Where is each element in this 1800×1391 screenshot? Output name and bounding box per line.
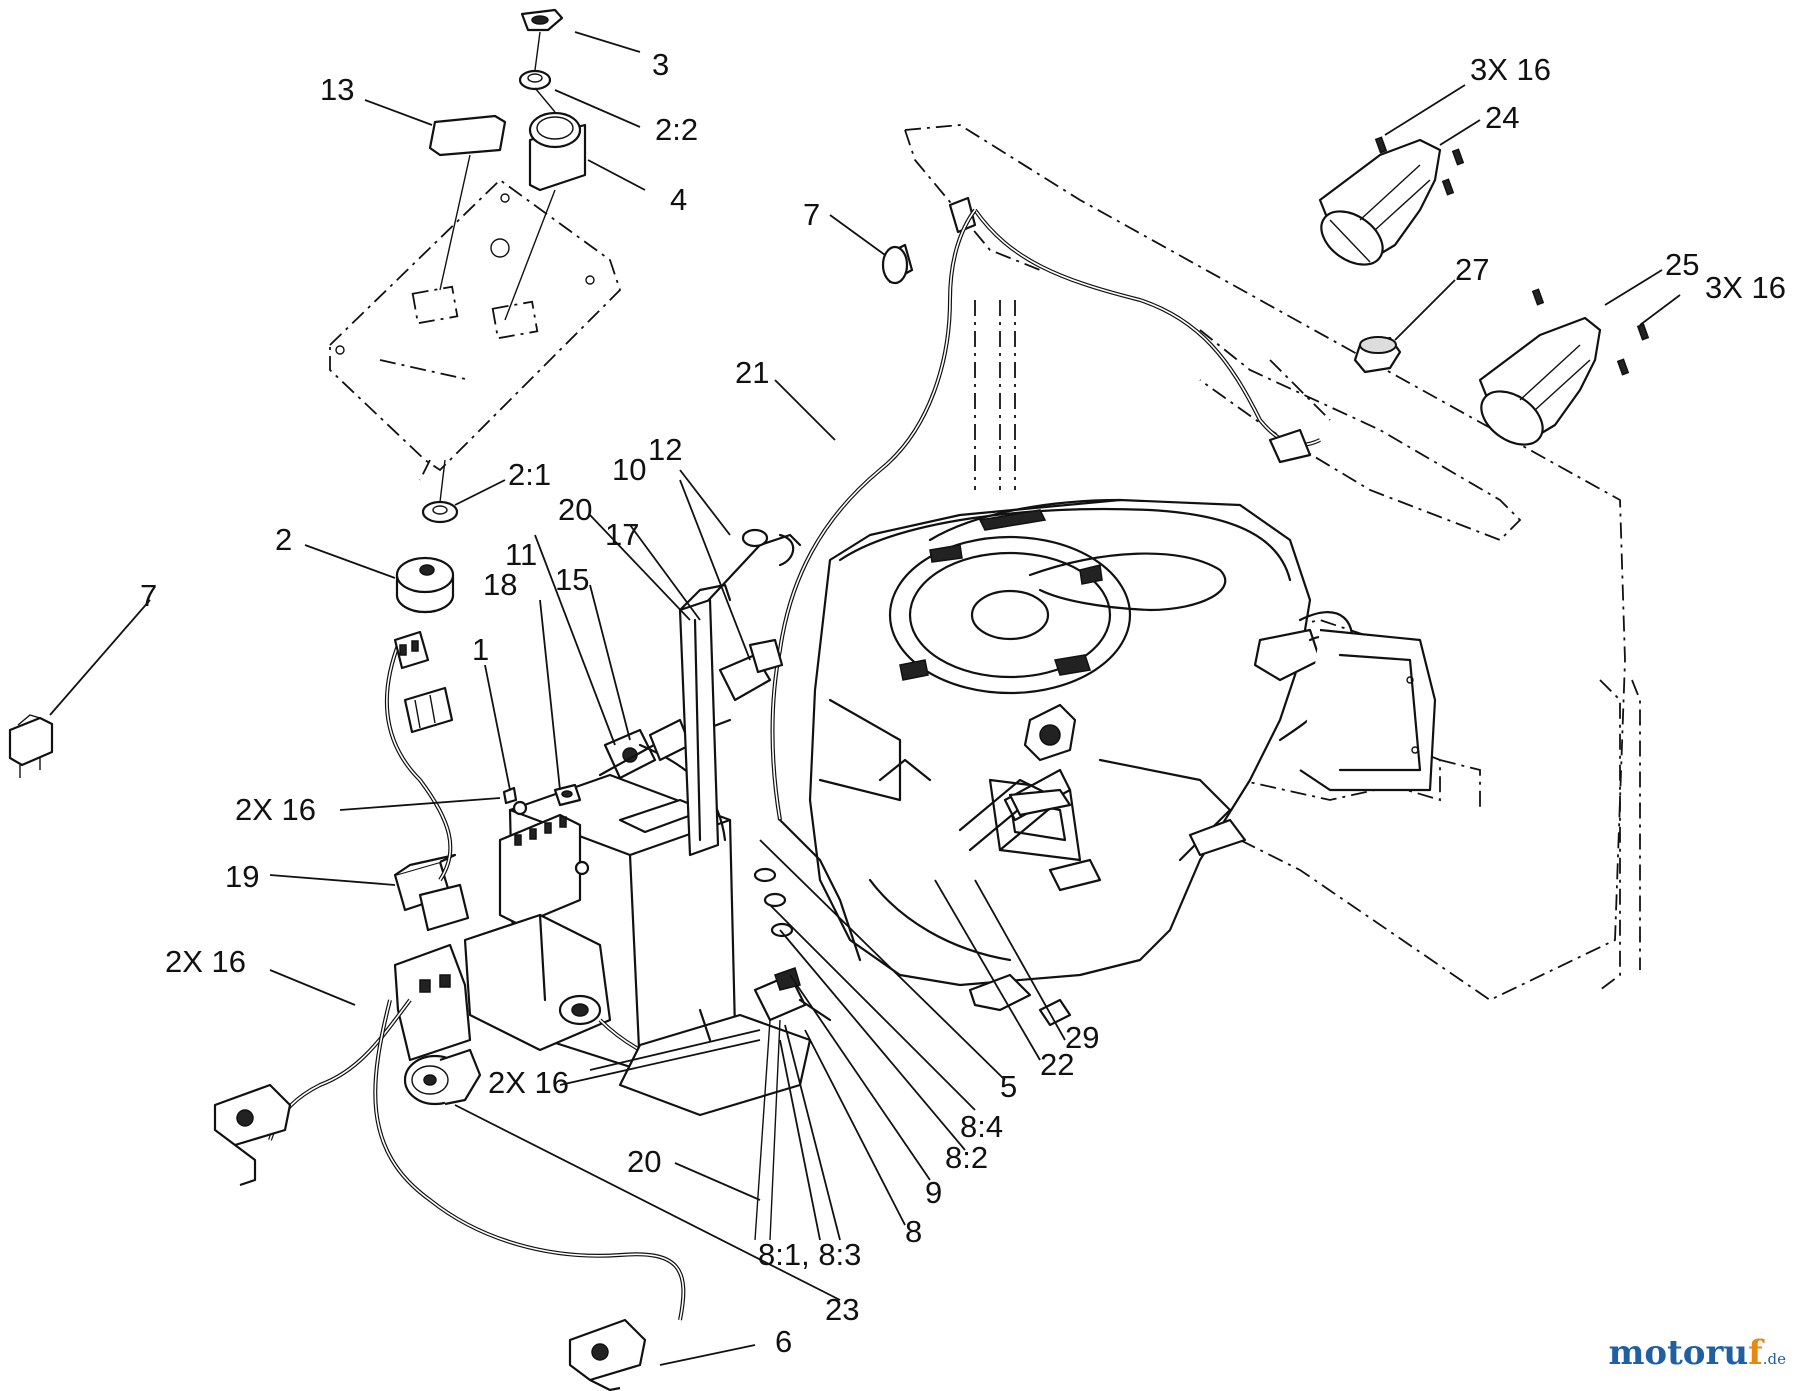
part-2-knob bbox=[395, 556, 455, 614]
callout-17: 17 bbox=[605, 517, 639, 552]
part-21-wire-harness bbox=[770, 208, 1321, 821]
callout-4: 4 bbox=[670, 182, 687, 217]
callout-2x16-center: 2X 16 bbox=[488, 1065, 569, 1100]
engine-assembly bbox=[808, 498, 1354, 1027]
callout-1: 1 bbox=[472, 632, 489, 667]
callout-27: 27 bbox=[1455, 252, 1489, 287]
watermark-logo: motoruf.de bbox=[1608, 1333, 1786, 1373]
battery-bolt bbox=[502, 786, 518, 805]
callout-2x16-left: 2X 16 bbox=[165, 944, 246, 979]
callout-6: 6 bbox=[775, 1324, 792, 1359]
callout-labels: 3 13 2:2 4 3X 16 24 7 27 25 3X 16 21 2:1… bbox=[140, 47, 1786, 1359]
part-2-1-washer bbox=[421, 459, 459, 524]
callout-10: 10 bbox=[612, 452, 646, 487]
callout-24: 24 bbox=[1485, 100, 1519, 135]
callout-8: 8 bbox=[905, 1214, 922, 1249]
callout-23: 23 bbox=[825, 1292, 859, 1327]
part-13-decal bbox=[428, 114, 507, 291]
part-7-seat-switch bbox=[8, 714, 54, 778]
part-7-light-socket bbox=[881, 196, 977, 285]
callout-25: 25 bbox=[1665, 247, 1699, 282]
callout-3x16-right: 3X 16 bbox=[1705, 270, 1786, 305]
part-12-cable bbox=[688, 528, 802, 622]
part-8-fuel-bracket bbox=[618, 867, 832, 1241]
callout-8-2: 8:2 bbox=[945, 1140, 988, 1175]
part-19-relays bbox=[393, 853, 470, 932]
callout-2x16-battery: 2X 16 bbox=[235, 792, 316, 827]
part-2x16-ignition-module bbox=[393, 913, 612, 1062]
part-6-interlock-switch bbox=[568, 1318, 647, 1391]
part-24-headlight bbox=[1318, 136, 1465, 266]
callout-15: 15 bbox=[555, 562, 589, 597]
part-27-grommet bbox=[1353, 336, 1402, 374]
part-2-2-nut bbox=[518, 31, 552, 91]
callout-9: 9 bbox=[925, 1175, 942, 1210]
callout-3: 3 bbox=[652, 47, 669, 82]
callout-12: 12 bbox=[648, 432, 682, 467]
watermark-part1: motoru bbox=[1608, 1333, 1749, 1373]
part-18-nut bbox=[553, 783, 582, 807]
part-20-bracket bbox=[678, 583, 732, 857]
part-23-horn bbox=[403, 1048, 482, 1106]
callout-2-1: 2:1 bbox=[508, 457, 551, 492]
callout-8-1-8-3: 8:1, 8:3 bbox=[758, 1237, 861, 1272]
callout-18: 18 bbox=[483, 567, 517, 602]
part-10-relay bbox=[718, 638, 784, 702]
part-4-key-switch bbox=[504, 87, 587, 321]
callout-3x16-top: 3X 16 bbox=[1470, 52, 1551, 87]
watermark-part2: f bbox=[1748, 1333, 1763, 1373]
callout-7-left: 7 bbox=[140, 578, 157, 613]
callout-13: 13 bbox=[320, 72, 354, 107]
callout-5: 5 bbox=[1000, 1069, 1017, 1104]
watermark-suffix: .de bbox=[1762, 1350, 1786, 1368]
control-panel-plate bbox=[329, 178, 622, 481]
panel-support-tube bbox=[974, 300, 1016, 490]
callout-7-right: 7 bbox=[803, 197, 820, 232]
callout-11: 11 bbox=[505, 537, 537, 572]
engine-side-shroud bbox=[1299, 628, 1437, 792]
part-3-knob-cap bbox=[520, 8, 564, 32]
part-25-headlight bbox=[1478, 288, 1650, 446]
engine-harness-clips bbox=[778, 768, 1072, 962]
connector-plugs bbox=[393, 630, 454, 734]
callout-22: 22 bbox=[1040, 1047, 1074, 1082]
part-6-interlock-switch-left bbox=[213, 1083, 292, 1187]
callout-2-2: 2:2 bbox=[655, 112, 698, 147]
callout-21: 21 bbox=[735, 355, 769, 390]
callout-19: 19 bbox=[225, 859, 259, 894]
callout-29: 29 bbox=[1065, 1020, 1099, 1055]
callout-2: 2 bbox=[275, 522, 292, 557]
callout-20-bottom: 20 bbox=[627, 1144, 661, 1179]
callout-20-top: 20 bbox=[558, 492, 592, 527]
leader-lines bbox=[49, 31, 1681, 1366]
callout-8-4: 8:4 bbox=[960, 1109, 1003, 1144]
